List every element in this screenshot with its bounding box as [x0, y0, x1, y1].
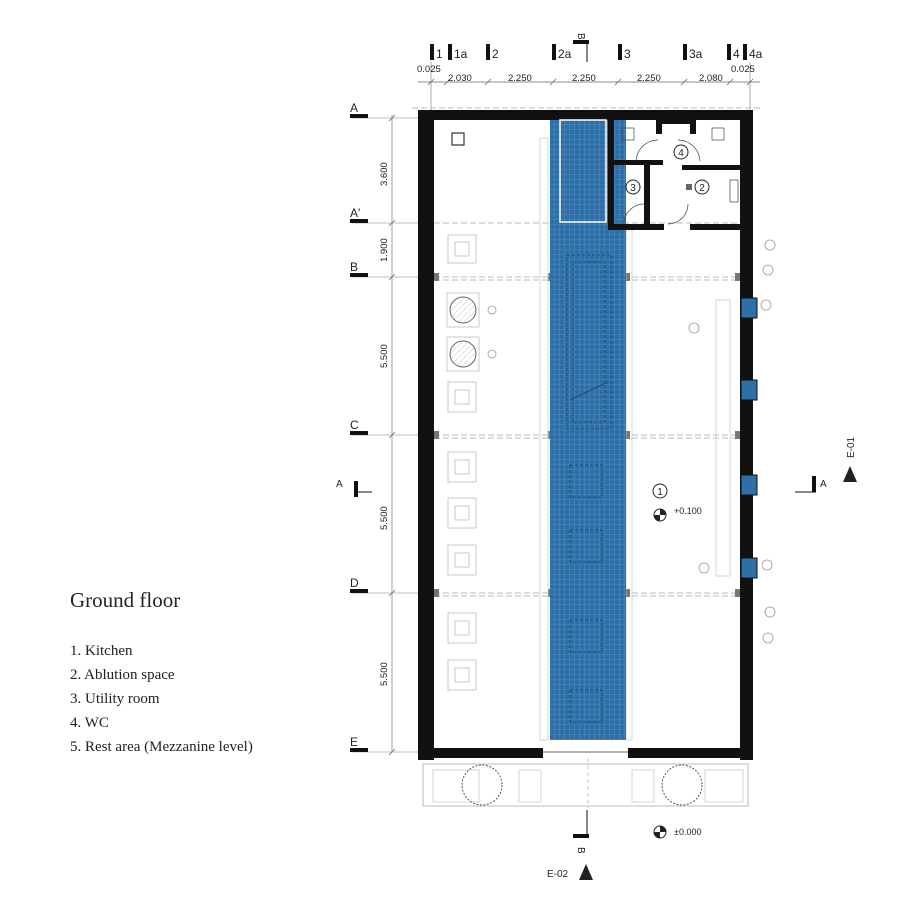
level-label-inside: +0.100 [674, 506, 702, 516]
row-label-c: C [350, 418, 359, 432]
legend-item: 4. WC [70, 715, 109, 731]
column-marker-1 [430, 44, 434, 60]
window [740, 474, 758, 496]
column-label-1a: 1a [454, 47, 468, 61]
tree [461, 764, 503, 806]
column-marker-4 [727, 44, 731, 60]
column-label-2: 2 [492, 47, 499, 61]
column-grid: 1 1a 2 2a 3 3a 4 4a 0.025 2.030 2.250 2.… [417, 44, 763, 118]
room-tag-3: 3 [625, 179, 641, 195]
room-number-4: 4 [678, 148, 684, 159]
legend-item: 3. Utility room [70, 691, 160, 707]
building: 4 3 2 1 +0.100 [412, 107, 776, 760]
legend-list: 1. Kitchen 2. Ablution space 3. Utility … [70, 639, 253, 759]
row-label-a: A [350, 101, 358, 115]
window [740, 379, 758, 401]
entrance-terrace [422, 758, 749, 808]
column-marker-3 [618, 44, 622, 60]
dim-col-3: 2.250 [572, 73, 596, 84]
row-label-a-prime: A' [350, 206, 360, 220]
dim-col-0: 0.025 [417, 64, 441, 75]
legend-title: Ground floor [70, 588, 181, 612]
room-number-1: 1 [657, 487, 663, 498]
column-label-3: 3 [624, 47, 631, 61]
south-wall-right [628, 748, 753, 758]
room-tag-1: 1 [652, 483, 668, 499]
elevation-label-e02: E-02 [547, 869, 569, 880]
column-marker-2a [552, 44, 556, 60]
room-number-3: 3 [630, 183, 636, 194]
section-marker-a-right: A [795, 476, 827, 493]
window [740, 297, 758, 319]
level-marker-outside: ±0.000 [653, 825, 701, 839]
bench [715, 299, 731, 577]
row-marker-d [350, 589, 368, 593]
room-tag-4: 4 [673, 144, 689, 160]
west-furniture [447, 234, 477, 691]
legend-item: 5. Rest area (Mezzanine level) [70, 739, 253, 755]
north-wall [418, 110, 753, 120]
staircase [566, 254, 612, 430]
column-label-2a: 2a [558, 47, 572, 61]
row-marker-a [350, 114, 368, 118]
column-label-1: 1 [436, 47, 443, 61]
section-marker-b-bottom: B [573, 810, 589, 854]
section-label-b-top: B [575, 33, 586, 40]
east-wall [740, 110, 753, 760]
dim-col-6: 0.025 [731, 64, 755, 75]
column-marker-2 [486, 44, 490, 60]
column-marker-3a [683, 44, 687, 60]
ablution-basins [446, 292, 497, 372]
column-marker-1a [448, 44, 452, 60]
tree [661, 764, 703, 806]
row-label-b: B [350, 260, 358, 274]
room-number-2: 2 [699, 183, 705, 194]
dim-row-0: 3.600 [379, 162, 390, 186]
reflecting-pool [550, 120, 626, 740]
column-marker-4a [743, 44, 747, 60]
row-grid: A A' B C D E 3.600 1.900 5.500 5.500 5.5… [350, 101, 422, 756]
window [740, 557, 758, 579]
level-label-outside: ±0.000 [674, 827, 701, 837]
dim-row-1: 1.900 [379, 238, 390, 262]
row-label-e: E [350, 735, 358, 749]
level-marker-inside: +0.100 [653, 506, 702, 522]
section-marker-a-left: A [336, 479, 372, 497]
south-wall-left [418, 748, 543, 758]
row-marker-a-prime [350, 219, 368, 223]
room-tag-2: 2 [694, 179, 710, 195]
row-marker-c [350, 431, 368, 435]
pool-basin [559, 119, 607, 223]
section-marker-b-top: B [573, 33, 589, 62]
dim-col-2: 2.250 [508, 73, 532, 84]
section-label-b-bottom: B [575, 847, 586, 854]
section-label-a-right: A [820, 479, 827, 490]
shaft-square [451, 132, 465, 146]
service-block [608, 120, 740, 230]
column-label-4: 4 [733, 47, 740, 61]
row-marker-b [350, 273, 368, 277]
legend-item: 1. Kitchen [70, 643, 133, 659]
row-marker-e [350, 748, 368, 752]
legend: Ground floor 1. Kitchen 2. Ablution spac… [70, 588, 253, 759]
row-label-d: D [350, 576, 359, 590]
elevation-label-e01: E-01 [846, 436, 857, 458]
people-figures [688, 239, 776, 644]
column-label-3a: 3a [689, 47, 703, 61]
dim-row-4: 5.500 [379, 662, 390, 686]
dim-col-1: 2.030 [448, 73, 472, 84]
legend-item: 2. Ablution space [70, 667, 175, 683]
west-wall [418, 110, 434, 760]
dim-col-5: 2.080 [699, 73, 723, 84]
dim-row-2: 5.500 [379, 344, 390, 368]
elevation-marker-e02: E-02 [547, 864, 593, 880]
elevation-marker-e01: E-01 [843, 436, 857, 482]
dim-row-3: 5.500 [379, 506, 390, 530]
dim-col-4: 2.250 [637, 73, 661, 84]
section-label-a-left: A [336, 479, 343, 490]
column-label-4a: 4a [749, 47, 763, 61]
